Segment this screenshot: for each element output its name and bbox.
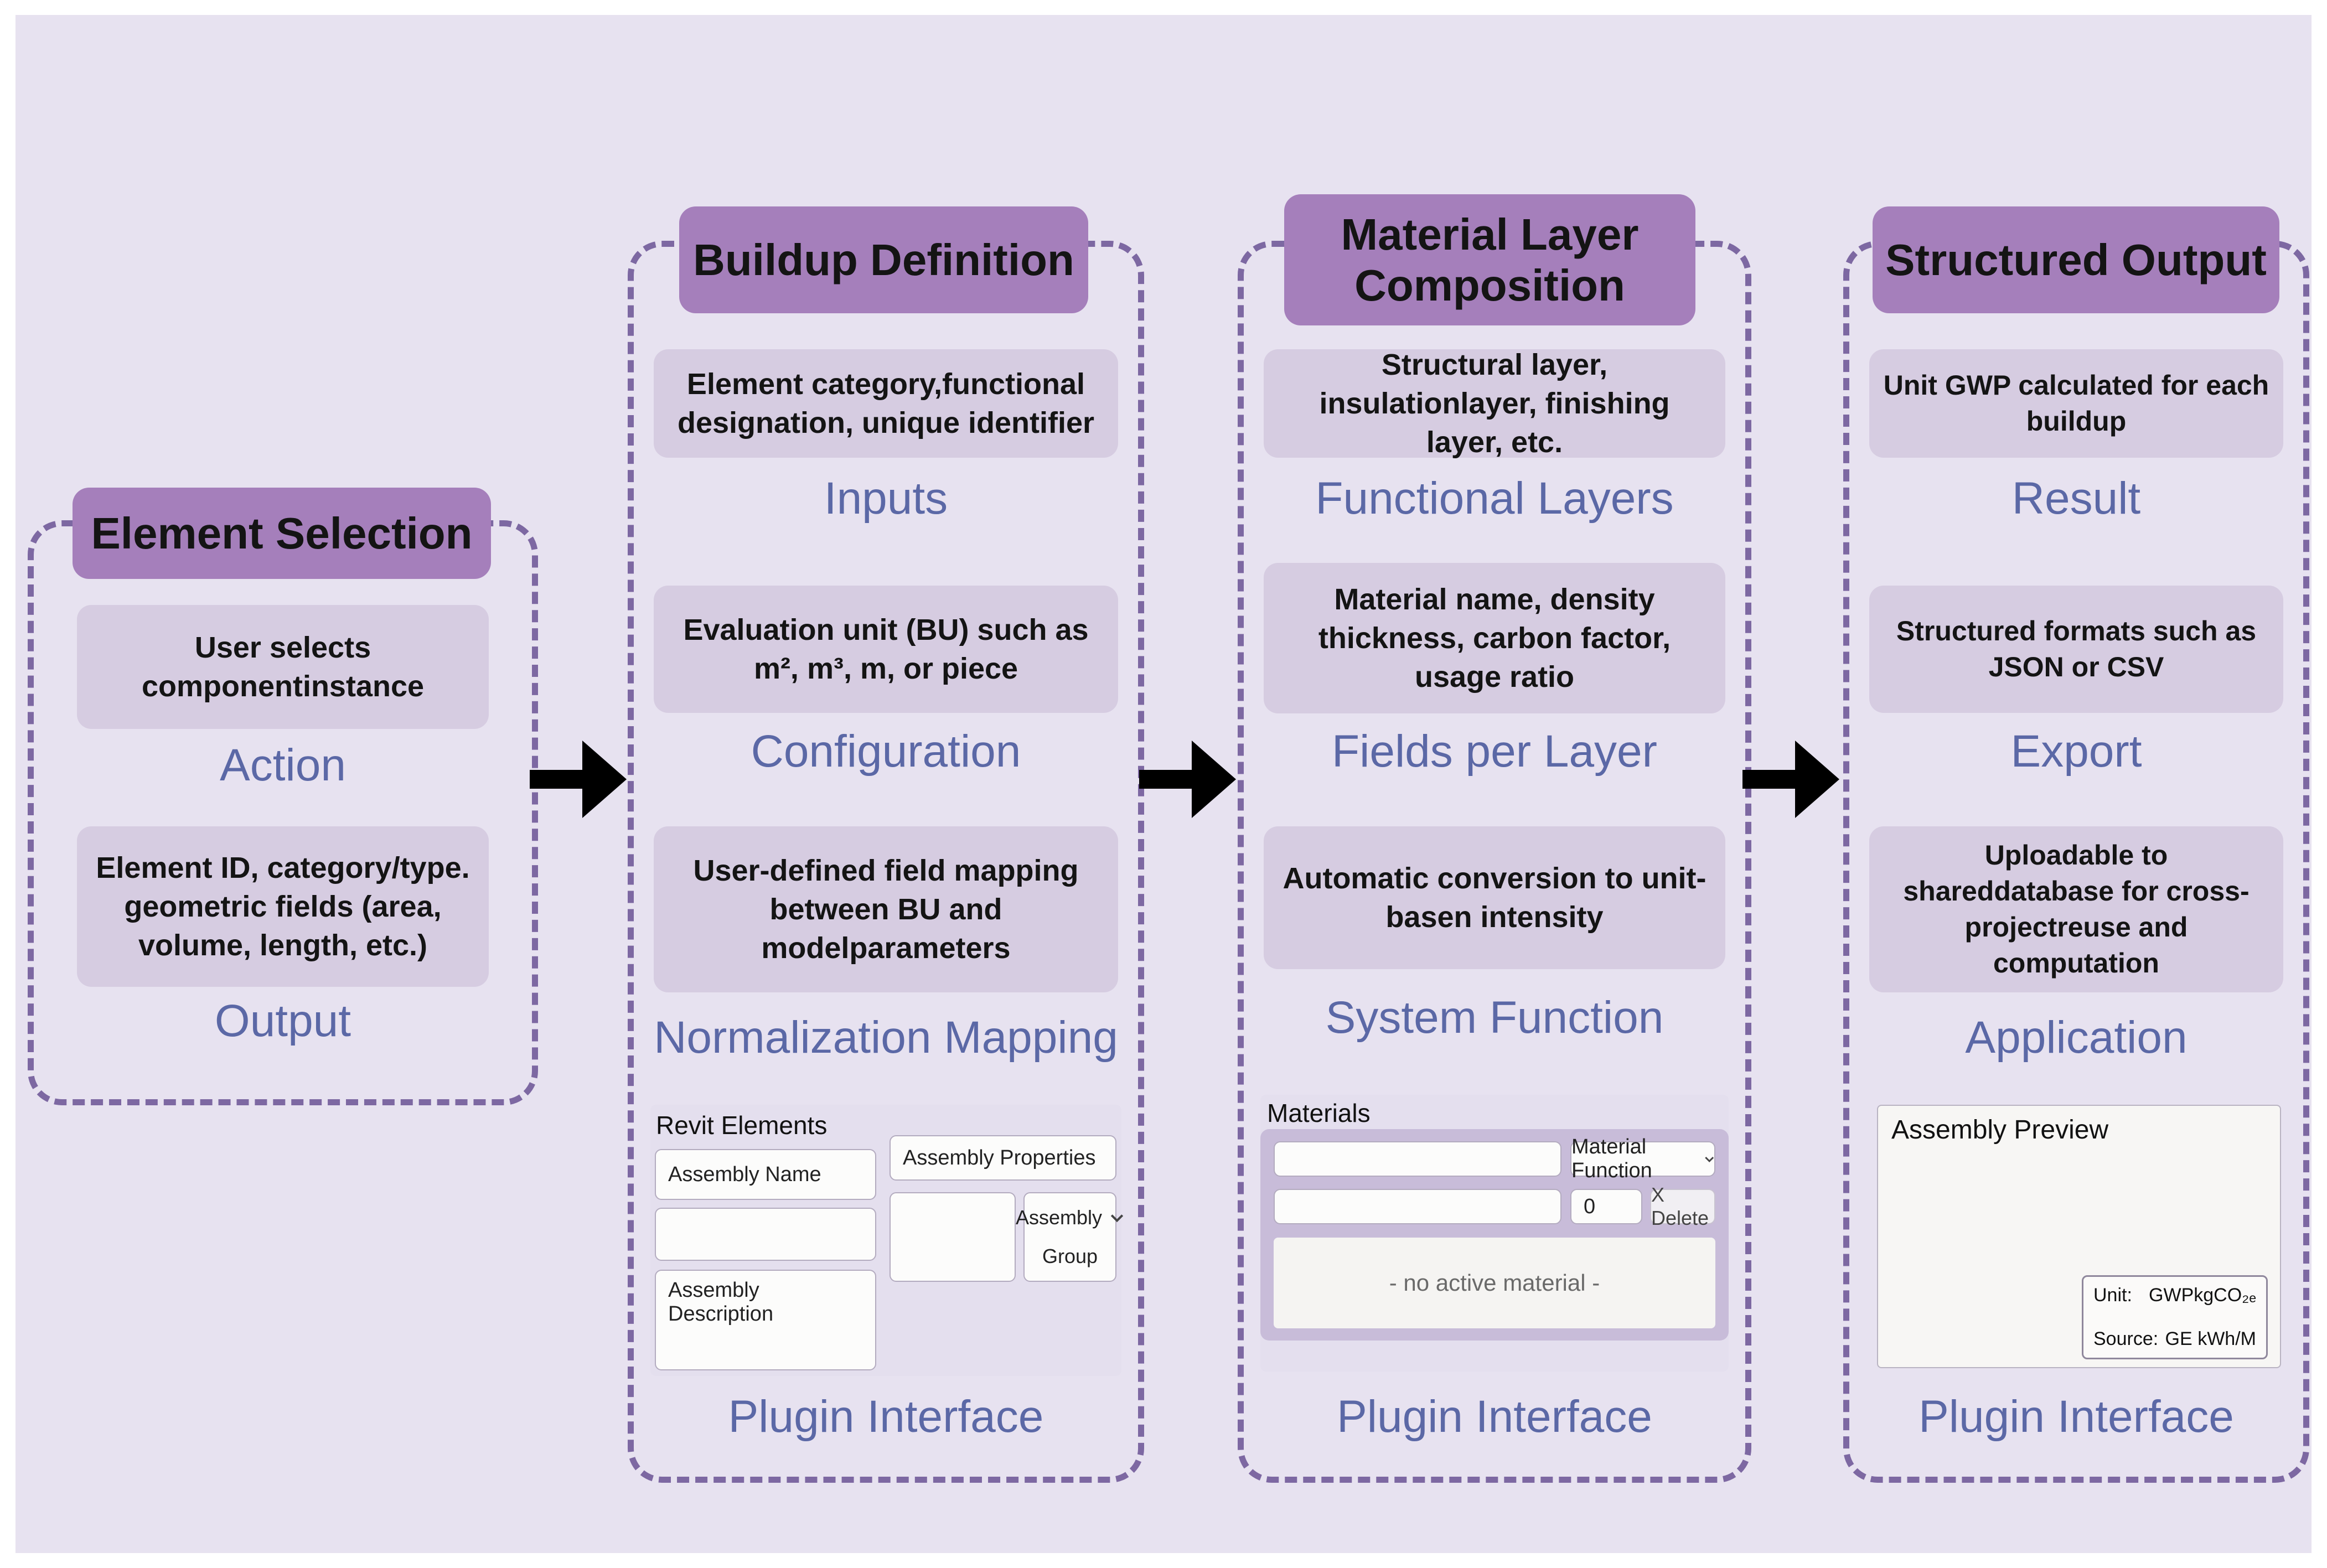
- info-card: User selects componentinstance: [77, 605, 489, 729]
- stage-title-text: Structured Output: [1885, 235, 2267, 284]
- arrow-shaft: [1139, 770, 1192, 789]
- assembly-group-dropdown[interactable]: Assembly Group: [1016, 1192, 1124, 1282]
- info-card-text: User selects componentinstance: [141, 630, 425, 703]
- info-card-text: Element ID, category/type. geometric fie…: [96, 851, 470, 962]
- section-label: Fields per Layer: [1332, 726, 1657, 777]
- arrow-shaft: [530, 770, 583, 789]
- section-label: Output: [214, 996, 351, 1046]
- plugin-interface-label: Plugin Interface: [728, 1391, 1044, 1442]
- arrow-head: [582, 741, 627, 818]
- info-card: Automatic conversion to unit-basen inten…: [1264, 826, 1725, 969]
- info-card: Element category,functional designation,…: [654, 349, 1118, 458]
- assembly-name-input[interactable]: Assembly Name: [655, 1149, 876, 1200]
- unit-row: Unit: GWP kgCO₂ₑ: [2093, 1285, 2256, 1306]
- assembly-name-value-input[interactable]: [655, 1208, 876, 1261]
- unit-key: Unit:: [2093, 1285, 2132, 1306]
- info-card-text: Automatic conversion to unit-basen inten…: [1283, 861, 1707, 934]
- info-card-text: Material name, density thickness, carbon…: [1318, 582, 1671, 694]
- stage-material-layer-composition: Material Layer Composition Structural la…: [1238, 194, 1751, 1483]
- info-card-text: Uploadable to shareddatabase for cross-p…: [1903, 840, 2250, 979]
- quantity-value: 0: [1584, 1194, 1596, 1218]
- no-active-material-text: - no active material -: [1389, 1270, 1600, 1296]
- stage-title-text: Buildup Definition: [693, 235, 1074, 284]
- quantity-input[interactable]: 0: [1570, 1189, 1642, 1224]
- stage-title-text: Element Selection: [91, 508, 473, 558]
- stage-title: Material Layer Composition: [1284, 194, 1695, 325]
- unit-metric: GWP: [2149, 1285, 2194, 1306]
- section-label: Application: [1965, 1012, 2188, 1063]
- info-card-text: Evaluation unit (BU) such as m², m³, m, …: [683, 613, 1089, 685]
- section-label: Export: [2010, 726, 2142, 777]
- assembly-preview-panel: Assembly Preview Unit: GWP kgCO₂ₑ Source…: [1877, 1105, 2281, 1368]
- materials-plugin-panel: Materials Material Function 0 X Delete -…: [1260, 1095, 1729, 1372]
- assembly-description-textarea[interactable]: Assembly Description: [655, 1270, 876, 1370]
- info-card-text: Unit GWP calculated for each buildup: [1883, 370, 2269, 437]
- stage-title-text: Material Layer Composition: [1341, 209, 1639, 310]
- plugin-interface-label: Plugin Interface: [1919, 1391, 2234, 1442]
- material-function-dropdown[interactable]: Material Function: [1570, 1135, 1715, 1182]
- plugin-panel-title: Materials: [1267, 1099, 1371, 1127]
- section-label: Configuration: [751, 726, 1021, 777]
- plugin-interface-label: Plugin Interface: [1337, 1391, 1652, 1442]
- stage-title: Element Selection: [73, 488, 491, 579]
- flow-arrow-icon: [530, 741, 627, 818]
- assembly-name-label: Assembly Name: [668, 1162, 821, 1186]
- stage-structured-output: Structured Output Unit GWP calculated fo…: [1843, 206, 2309, 1483]
- no-active-material-box: - no active material -: [1274, 1238, 1715, 1328]
- chevron-down-icon: [1704, 1156, 1714, 1162]
- info-card: Element ID, category/type. geometric fie…: [77, 826, 489, 987]
- flow-arrow-icon: [1139, 741, 1236, 818]
- delete-button[interactable]: X Delete: [1650, 1183, 1715, 1229]
- stage-title: Structured Output: [1873, 206, 2279, 313]
- info-card: Uploadable to shareddatabase for cross-p…: [1869, 826, 2283, 992]
- chevron-down-icon: [1110, 1214, 1124, 1222]
- info-card-text: Structural layer, insulationlayer, finis…: [1319, 348, 1670, 459]
- assembly-properties-value-input[interactable]: [890, 1192, 1016, 1282]
- assembly-properties-input[interactable]: Assembly Properties: [890, 1135, 1116, 1181]
- unit-value: kgCO₂ₑ: [2194, 1285, 2256, 1306]
- material-value-input[interactable]: [1274, 1189, 1561, 1224]
- info-card: User-defined field mapping between BU an…: [654, 826, 1118, 992]
- assembly-group-label-line1: Assembly: [1015, 1206, 1103, 1229]
- section-label: Action: [220, 740, 346, 790]
- stage-title: Buildup Definition: [679, 206, 1088, 313]
- section-label: Inputs: [824, 473, 948, 524]
- unit-info-box: Unit: GWP kgCO₂ₑ Source: GE kWh/M: [2082, 1275, 2268, 1359]
- arrow-shaft: [1742, 770, 1796, 789]
- assembly-description-label: Assembly Description: [668, 1279, 774, 1326]
- info-card: Material name, density thickness, carbon…: [1264, 563, 1725, 713]
- assembly-group-label-line2: Group: [1042, 1245, 1098, 1267]
- info-card-text: Element category,functional designation,…: [677, 367, 1095, 439]
- material-name-input[interactable]: [1274, 1141, 1561, 1177]
- section-label: Functional Layers: [1315, 473, 1674, 524]
- section-label: System Function: [1325, 992, 1664, 1043]
- arrow-head: [1795, 741, 1839, 818]
- materials-rows-panel: Material Function 0 X Delete - no active…: [1260, 1129, 1729, 1341]
- revit-plugin-panel: Revit Elements Assembly Name Assembly De…: [650, 1105, 1124, 1376]
- section-label: Normalization Mapping: [654, 1012, 1118, 1063]
- plugin-panel-title: Assembly Preview: [1891, 1115, 2109, 1145]
- plugin-panel-title: Revit Elements: [656, 1111, 828, 1140]
- source-row: Source: GE kWh/M: [2093, 1328, 2256, 1350]
- assembly-properties-label: Assembly Properties: [903, 1146, 1096, 1169]
- info-card-text: Structured formats such as JSON or CSV: [1896, 615, 2257, 682]
- stage-element-selection: Element Selection User selects component…: [28, 488, 538, 1105]
- arrow-head: [1192, 741, 1236, 818]
- info-card-text: User-defined field mapping between BU an…: [693, 853, 1079, 965]
- diagram-canvas: Element Selection User selects component…: [15, 15, 2312, 1553]
- info-card: Unit GWP calculated for each buildup: [1869, 349, 2283, 458]
- source-value: kWh/M: [2197, 1328, 2256, 1349]
- source-key: Source:: [2093, 1328, 2159, 1349]
- section-label: Result: [2011, 473, 2141, 524]
- stage-buildup-definition: Buildup Definition Element category,func…: [628, 206, 1144, 1483]
- info-card: Structural layer, insulationlayer, finis…: [1264, 348, 1725, 459]
- material-function-value: Material Function: [1571, 1135, 1652, 1182]
- source-metric: GE: [2165, 1328, 2192, 1349]
- info-card: Structured formats such as JSON or CSV: [1869, 586, 2283, 713]
- delete-button-label: X Delete: [1651, 1183, 1709, 1229]
- info-card: Evaluation unit (BU) such as m², m³, m, …: [654, 586, 1118, 713]
- flow-arrow-icon: [1742, 741, 1839, 818]
